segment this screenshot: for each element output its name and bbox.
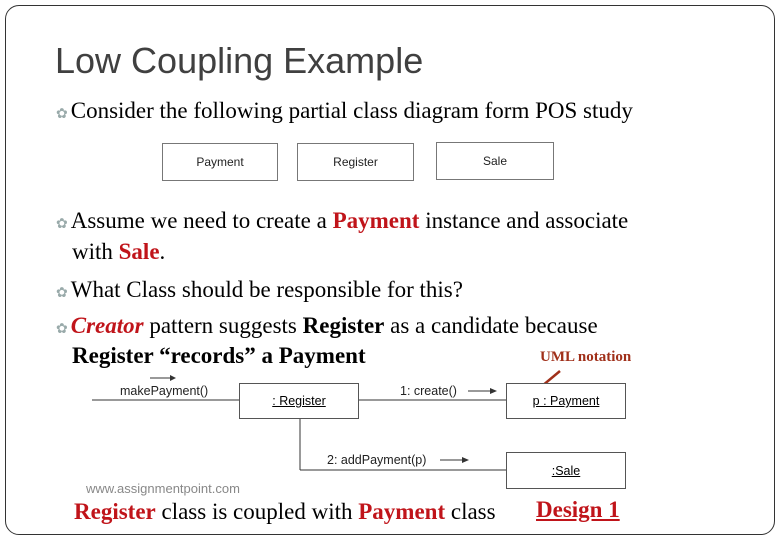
create-msg: 1: create() [400,384,457,398]
bullet-3: ✿What Class should be responsible for th… [56,277,463,302]
uml-notation-note: UML notation [540,349,632,365]
bullet-4-cont: Register “records” a Payment [72,343,366,368]
bullet-2: ✿Assume we need to create a Payment inst… [56,208,629,233]
design-label: Design 1 [536,497,620,522]
bullet-2-cont: with Sale. [72,239,166,264]
bullet-icon: ✿ [56,107,68,122]
slide-title: Low Coupling Example [55,40,424,81]
footer-text: Register class is coupled with Payment c… [74,499,496,524]
bullet-4: ✿Creator pattern suggests Register as a … [56,313,598,338]
watermark: www.assignmentpoint.com [86,481,240,496]
class-box-sale: Sale [436,142,554,180]
class-box-register: Register [297,143,414,181]
make-payment-msg: makePayment() [120,384,209,398]
add-payment-msg: 2: addPayment(p) [327,453,427,467]
register-object: : Register [239,383,359,419]
bullet-icon: ✿ [56,322,68,337]
bullet-1: ✿Consider the following partial class di… [56,98,633,123]
sale-object: :Sale [506,452,626,489]
payment-object: p : Payment [506,383,626,419]
class-box-payment: Payment [162,143,278,181]
bullet-icon: ✿ [56,217,68,232]
slide-frame [5,5,775,535]
bullet-icon: ✿ [56,286,68,301]
